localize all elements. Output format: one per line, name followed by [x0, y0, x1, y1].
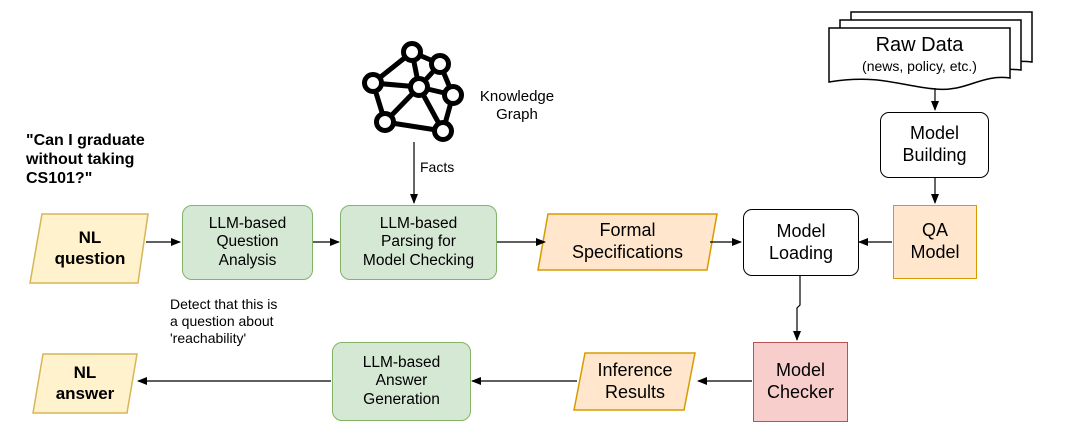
- nl-question-label: NL question: [54, 228, 126, 268]
- nl-answer-shape: [32, 353, 138, 414]
- nl-answer-label: NL answer: [55, 363, 115, 403]
- model-building-node[interactable]: Model Building: [880, 112, 989, 178]
- knowledge-graph-label: Knowledge Graph: [479, 88, 555, 123]
- network-graph-icon: [362, 41, 464, 142]
- parsing-label: LLM-based Parsing for Model Checking: [362, 214, 475, 269]
- model-loading-label: Model Loading: [768, 220, 834, 263]
- answer-generation-label: LLM-based Answer Generation: [362, 353, 441, 408]
- model-building-label: Model Building: [902, 123, 967, 165]
- model-checker-node[interactable]: Model Checker: [753, 342, 848, 422]
- detect-note-text: Detect that this is a question about 're…: [170, 296, 278, 346]
- example-question-text: "Can I graduate without taking CS101?": [26, 132, 145, 188]
- facts-label: Facts: [420, 159, 455, 175]
- model-checker-label: Model Checker: [766, 360, 835, 402]
- qa-model-label: QA Model: [910, 220, 960, 262]
- raw-data-document-stack: [828, 11, 1033, 91]
- edge-loading-to-checker: [793, 276, 801, 341]
- answer-generation-node[interactable]: LLM-based Answer Generation: [332, 342, 471, 421]
- question-analysis-node[interactable]: LLM-based Question Analysis: [182, 205, 313, 280]
- qa-model-node[interactable]: QA Model: [893, 205, 977, 279]
- model-loading-node[interactable]: Model Loading: [743, 209, 859, 276]
- nl-question-node[interactable]: NL question: [40, 214, 140, 283]
- inference-results-node[interactable]: Inference Results: [580, 353, 690, 410]
- question-analysis-label: LLM-based Question Analysis: [208, 214, 287, 269]
- raw-data-subtitle: (news, policy, etc.): [862, 58, 977, 74]
- inference-results-shape: [573, 352, 696, 411]
- parsing-node[interactable]: LLM-based Parsing for Model Checking: [340, 205, 497, 280]
- formal-specifications-label: Formal Specifications: [571, 220, 684, 262]
- formal-specifications-shape: [537, 213, 718, 271]
- nl-answer-node[interactable]: NL answer: [38, 354, 132, 413]
- raw-data-title: Raw Data: [875, 34, 964, 56]
- nl-question-shape: [29, 213, 149, 284]
- formal-specifications-node[interactable]: Formal Specifications: [545, 214, 710, 270]
- inference-results-label: Inference Results: [597, 359, 673, 402]
